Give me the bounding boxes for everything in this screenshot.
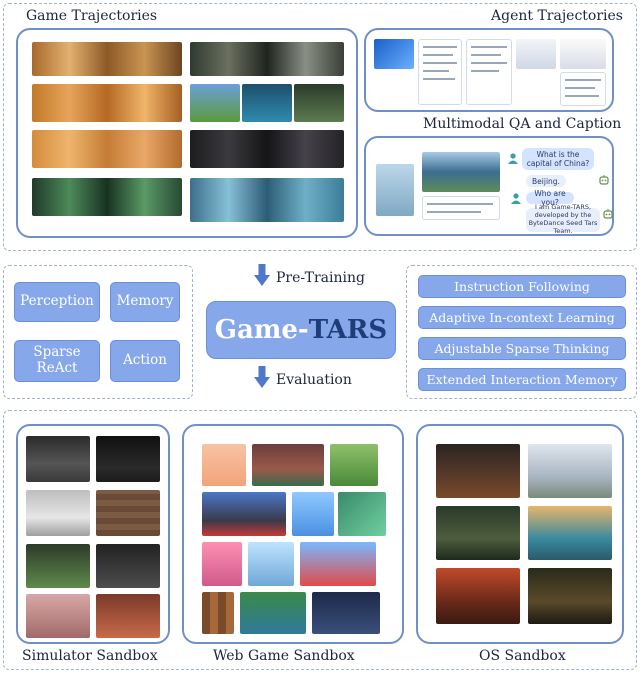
memory-box: Memory [110,282,180,322]
agent-trajectories-panel [364,28,614,112]
os-thumb [436,444,520,498]
web-game-sandbox-panel [182,424,404,644]
multimodal-panel: What is the capital of China? Beijing. W… [364,136,614,236]
sparse-thinking-box: Adjustable Sparse Thinking [418,337,626,360]
photo-thumb [422,152,500,192]
game-trajectories-label: Game Trajectories [26,8,158,24]
user-avatar-icon [511,193,521,204]
interaction-memory-box: Extended Interaction Memory [418,368,626,391]
game-thumb [294,84,344,122]
web-thumb [248,542,294,586]
web-thumb [338,492,386,536]
chat-answer-2: I am Game-TARS, developed by the ByteDan… [526,204,600,235]
capabilities-section [3,265,193,399]
sim-thumb [96,436,160,482]
os-sandbox-label: OS Sandbox [479,648,566,664]
sim-thumb [26,594,90,638]
simulator-sandbox-panel [16,424,170,644]
adaptive-learning-box: Adaptive In-context Learning [418,306,626,329]
perception-box: Perception [14,282,100,322]
sandbox-section [3,410,637,670]
chat-question-2: Who are you? [526,189,574,207]
sim-thumb [96,594,160,638]
top-section [3,3,637,251]
pretraining-label: Pre-Training [276,270,365,286]
game-thumb [242,84,292,122]
os-sandbox-panel [416,424,624,644]
user-avatar-icon [508,153,518,164]
game-thumb [190,42,344,76]
os-thumb [436,568,520,624]
web-thumb [202,444,246,486]
web-thumb [202,492,286,536]
arrow-down-icon [254,366,270,388]
photo-thumb [376,164,414,216]
chat-question-1: What is the capital of China? [522,148,594,170]
qa-doc-card [422,196,500,220]
game-thumb [190,178,344,222]
abilities-section [406,265,637,399]
title-part-game: Game- [214,315,309,345]
title-part-tars: TARS [308,315,388,345]
game-thumb [32,84,182,122]
screenshot-thumb [374,39,414,69]
game-thumb [32,42,182,76]
web-thumb [202,542,242,586]
bot-avatar-icon [603,209,613,219]
os-thumb [436,506,520,560]
game-thumb [190,84,240,122]
agent-trajectories-label: Agent Trajectories [491,8,623,24]
game-thumb [32,178,182,216]
sim-thumb [26,436,90,482]
sim-thumb [96,490,160,536]
bot-avatar-icon [599,175,609,185]
web-thumb [330,444,378,486]
game-thumb [190,130,344,168]
action-box: Action [110,340,180,382]
screenshot-thumb [560,39,606,69]
instruction-following-box: Instruction Following [418,275,626,298]
agent-doc-card [560,72,606,106]
web-thumb [292,492,334,536]
web-thumb [312,592,380,634]
agent-doc-card [418,39,462,105]
web-thumb [300,542,376,586]
web-thumb [252,444,324,486]
game-thumb [32,130,182,168]
sim-thumb [26,490,90,536]
os-thumb [528,568,612,624]
multimodal-label: Multimodal QA and Caption [423,116,622,132]
web-thumb [240,592,306,634]
sparse-react-box: Sparse ReAct [14,340,100,382]
simulator-sandbox-label: Simulator Sandbox [22,648,158,664]
os-thumb [528,506,612,560]
chat-answer-1: Beijing. [526,175,566,187]
web-thumb [202,592,234,634]
sim-thumb [26,544,90,588]
screenshot-thumb [516,39,556,69]
web-game-sandbox-label: Web Game Sandbox [213,648,355,664]
sim-thumb [96,544,160,588]
game-tars-title: Game-TARS [206,301,396,359]
os-thumb [528,444,612,498]
game-trajectories-panel [16,28,358,238]
arrow-down-icon [254,264,270,286]
evaluation-label: Evaluation [276,372,352,388]
agent-doc-card [466,39,512,105]
